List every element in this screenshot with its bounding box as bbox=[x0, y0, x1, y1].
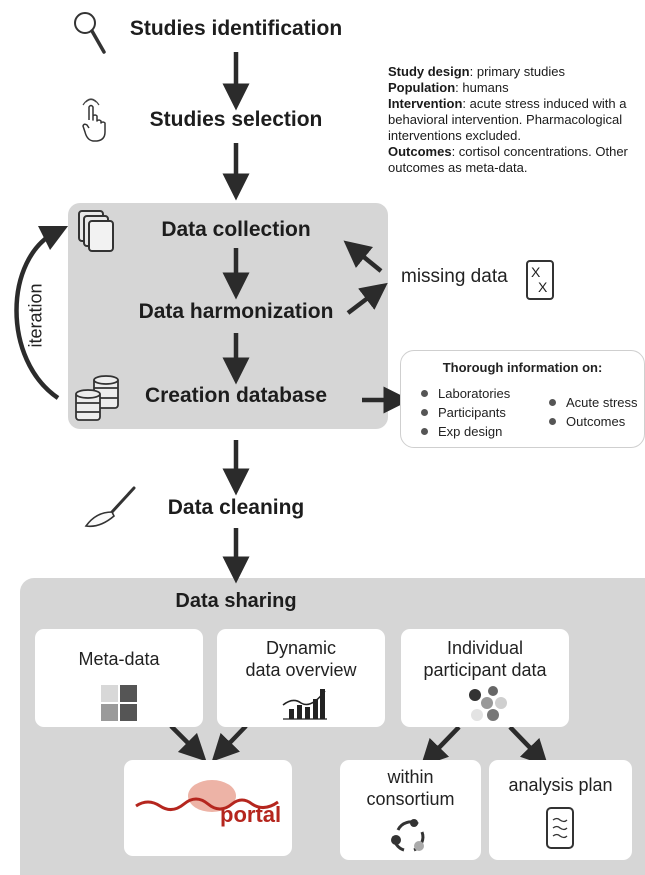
card-within-line2: consortium bbox=[366, 789, 455, 809]
stress-nl-portal-logo bbox=[135, 780, 279, 812]
info-item-laboratories: Laboratories bbox=[421, 386, 510, 401]
document-lines-icon bbox=[546, 807, 574, 849]
portal-logo-text: portal bbox=[220, 802, 282, 827]
info-item-outcomes: Outcomes bbox=[549, 414, 625, 429]
selection-criteria: Study design: primary studies Population… bbox=[388, 64, 643, 176]
dots-cluster-icon bbox=[469, 686, 507, 721]
chart-icon bbox=[282, 689, 327, 720]
card-individual-participant-data: Individual participant data bbox=[401, 629, 569, 727]
card-analysis-plan-title: analysis plan bbox=[508, 775, 613, 795]
card-within-consortium: within consortium bbox=[340, 760, 481, 860]
step-data-cleaning: Data cleaning bbox=[167, 496, 305, 519]
info-item-acute-stress: Acute stress bbox=[549, 395, 638, 410]
step-data-collection: Data collection bbox=[161, 218, 311, 241]
arrow-overview-to-portal bbox=[211, 724, 248, 762]
hand-pointer-icon bbox=[82, 98, 106, 142]
database-icon bbox=[75, 375, 119, 421]
criteria-intervention: Intervention: acute stress induced with … bbox=[388, 96, 627, 143]
brush-icon bbox=[84, 486, 136, 528]
card-dynamic-overview: Dynamic data overview bbox=[217, 629, 385, 727]
step-creation-database: Creation database bbox=[144, 384, 328, 407]
card-analysis-plan: analysis plan bbox=[489, 760, 632, 860]
card-ipd-line1: Individual bbox=[446, 638, 524, 658]
card-overview-line1: Dynamic bbox=[265, 638, 336, 658]
step-data-harmonization: Data harmonization bbox=[138, 300, 334, 323]
arrow-missing-to-collection bbox=[343, 240, 383, 273]
thorough-info-box: Thorough information on: Laboratories Pa… bbox=[400, 350, 645, 448]
card-stress-nl-portal: portal bbox=[124, 760, 292, 856]
info-item-exp-design: Exp design bbox=[421, 424, 502, 439]
missing-data-icon: X X bbox=[526, 260, 554, 300]
cycle-icon bbox=[391, 819, 425, 852]
arrow-metadata-to-portal bbox=[169, 724, 207, 762]
card-ipd-line2: participant data bbox=[423, 660, 547, 680]
tiles-icon bbox=[101, 685, 137, 721]
pipeline-panel bbox=[68, 203, 388, 429]
step-data-sharing: Data sharing bbox=[175, 590, 297, 612]
criteria-population: Population: humans bbox=[388, 80, 509, 95]
info-box-title: Thorough information on: bbox=[442, 360, 603, 375]
card-meta-data: Meta-data bbox=[35, 629, 203, 727]
step-studies-identification: Studies identification bbox=[129, 17, 343, 40]
iteration-arrow bbox=[14, 225, 69, 400]
criteria-study-design: Study design: primary studies bbox=[388, 64, 565, 79]
criteria-outcomes: Outcomes: cortisol concentrations. Other… bbox=[388, 144, 628, 175]
arrow-ipd-to-analysis bbox=[508, 725, 549, 767]
card-meta-data-title: Meta-data bbox=[78, 649, 160, 669]
info-item-participants: Participants bbox=[421, 405, 506, 420]
arrow-harmonization-to-missing bbox=[346, 282, 388, 315]
card-within-line1: within bbox=[387, 767, 434, 787]
magnifier-icon bbox=[74, 12, 106, 54]
step-studies-selection: Studies selection bbox=[149, 108, 323, 131]
arrow-ipd-to-within bbox=[420, 725, 461, 767]
documents-icon bbox=[78, 210, 114, 252]
missing-data-label: missing data bbox=[401, 266, 508, 287]
iteration-label: iteration bbox=[25, 283, 46, 348]
card-overview-line2: data overview bbox=[245, 660, 357, 680]
